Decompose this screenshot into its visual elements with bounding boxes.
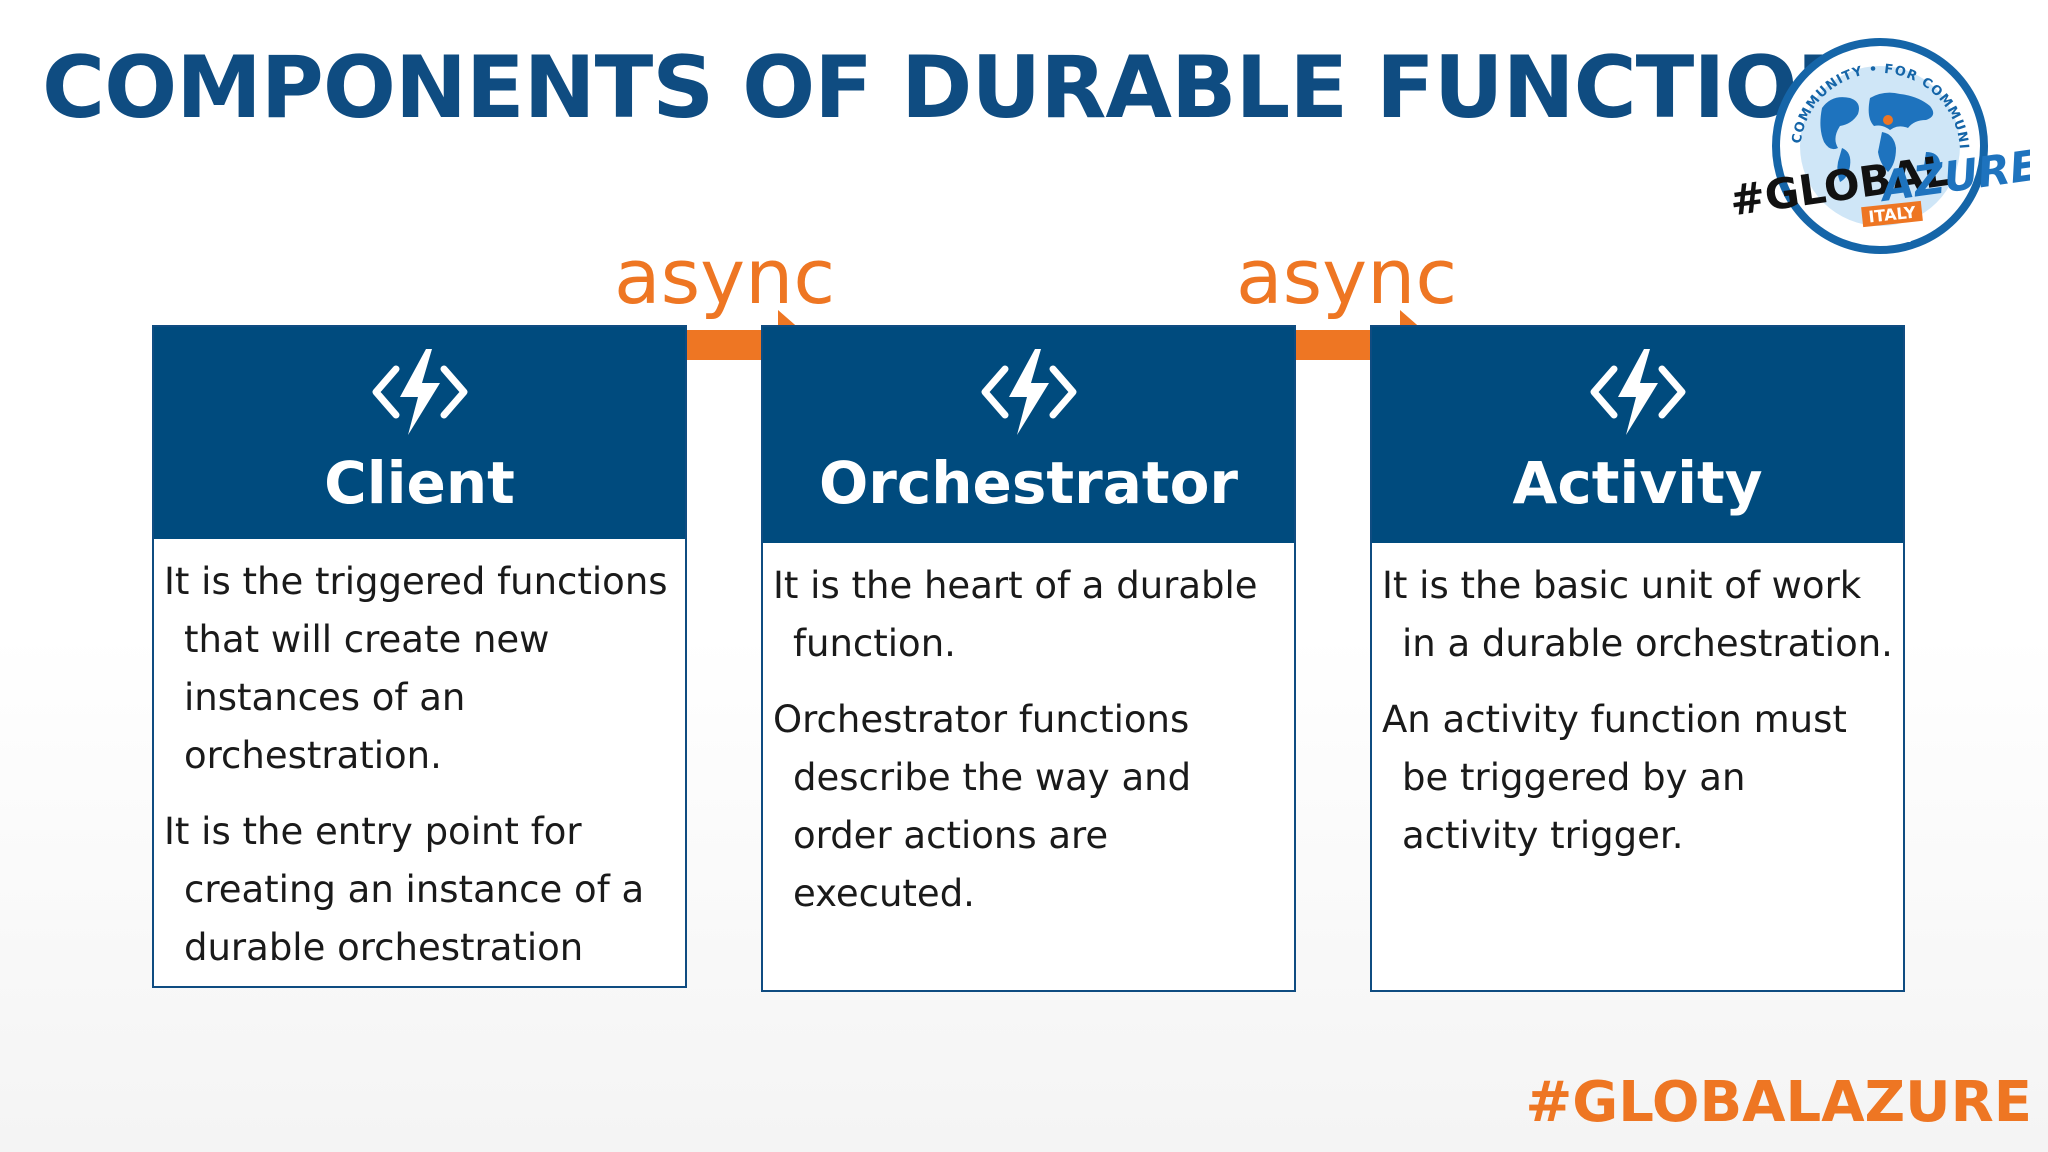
arrow-right-icon	[630, 310, 818, 380]
async-label-2: async	[1236, 232, 1458, 321]
card-body: It is the basic unit of work in a durabl…	[1372, 543, 1903, 865]
card-body: It is the heart of a durable function. O…	[763, 543, 1294, 923]
slide-title: COMPONENTS OF DURABLE FUNCTIONS	[42, 38, 1929, 138]
footer-hashtag: #GLOBALAZURE	[1525, 1070, 2032, 1135]
component-card-orchestrator: Orchestrator It is the heart of a durabl…	[761, 325, 1296, 992]
global-azure-italy-logo: BY COMMUNITY • FOR COMMUNITY #GLOBAL AZU…	[1730, 28, 2030, 254]
card-paragraph: An activity function must be triggered b…	[1382, 698, 1847, 857]
async-label-1: async	[614, 232, 836, 321]
card-paragraph: It is the basic unit of work in a durabl…	[1382, 564, 1893, 665]
card-title: Orchestrator	[818, 449, 1239, 517]
arrow-right-icon	[1252, 310, 1440, 380]
logo-text-year: 2021	[1873, 230, 1912, 246]
logo-text-italy: ITALY	[1868, 203, 1917, 227]
azure-functions-icon	[372, 349, 467, 435]
azure-functions-icon	[1590, 349, 1685, 435]
card-header: Activity	[1372, 327, 1903, 543]
card-header: Client	[154, 327, 685, 539]
card-title: Client	[324, 449, 515, 517]
card-paragraph: It is the heart of a durable function.	[773, 564, 1258, 665]
card-paragraph: Orchestrator functions describe the way …	[773, 698, 1192, 915]
card-body: It is the triggered functions that will …	[154, 539, 685, 977]
card-header: Orchestrator	[763, 327, 1294, 543]
component-card-client: Client It is the triggered functions tha…	[152, 325, 687, 988]
component-card-activity: Activity It is the basic unit of work in…	[1370, 325, 1905, 992]
card-paragraph: It is the entry point for creating an in…	[164, 810, 645, 969]
card-paragraph: It is the triggered functions that will …	[164, 560, 668, 777]
azure-functions-icon	[981, 349, 1076, 435]
card-title: Activity	[1512, 449, 1763, 517]
